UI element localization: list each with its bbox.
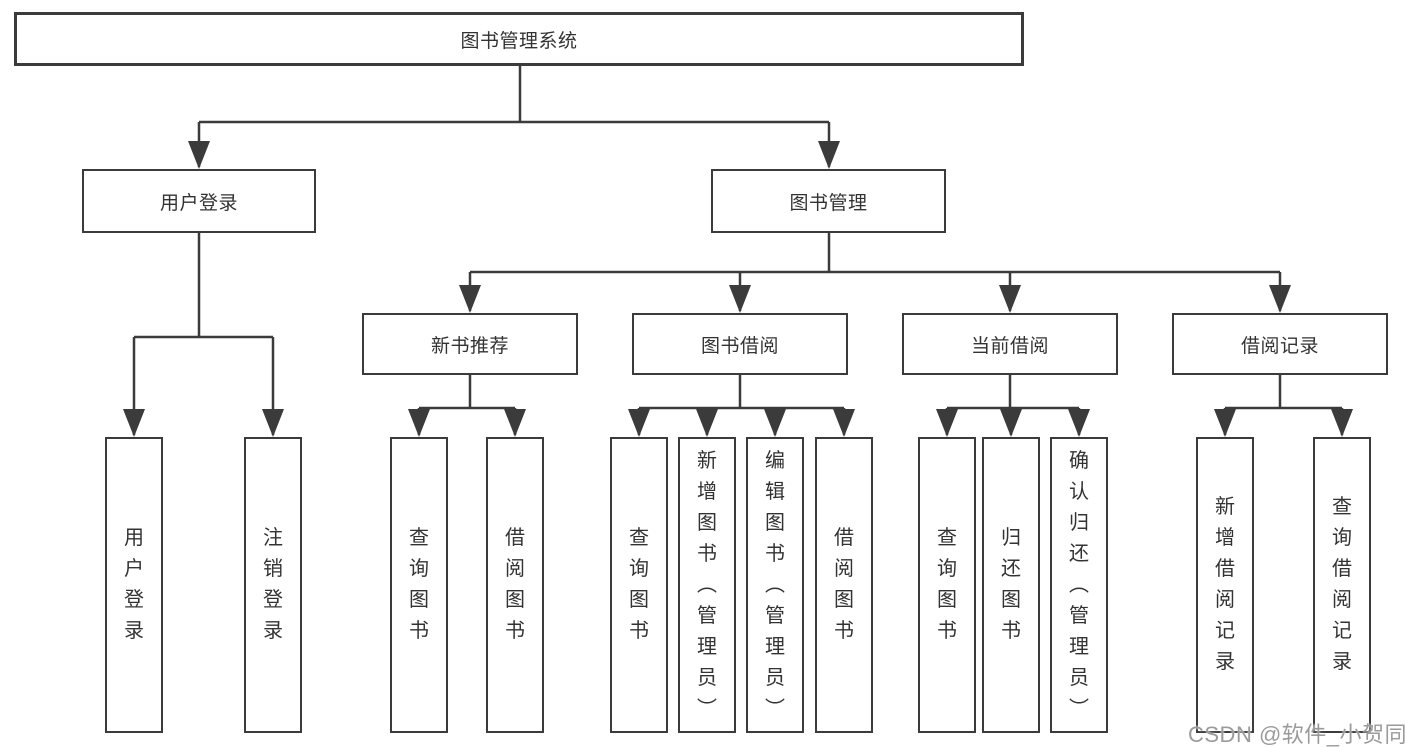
leaf-borrowing-edit-book-admin: 编辑图书︵管理员︶ [746,437,804,733]
node-book-borrowing: 图书借阅 [632,313,848,375]
leaf-current-return-book: 归还图书 [982,437,1040,733]
node-current-borrowing: 当前借阅 [902,313,1118,375]
leaf-current-confirm-return-admin: 确认归还︵管理员︶ [1050,437,1108,733]
leaf-record-add-borrow-record: 新增借阅记录 [1196,437,1254,733]
node-root: 图书管理系统 [14,12,1024,66]
watermark: CSDN @软件_小贺同学 [1188,722,1405,747]
leaf-borrowing-borrow-book: 借阅图书 [815,437,873,733]
leaf-borrowing-add-book-admin: 新增图书︵管理员︶ [678,437,736,733]
leaf-recommend-borrow-book: 借阅图书 [486,437,544,733]
node-new-book-recommend: 新书推荐 [362,313,578,375]
leaf-borrowing-query-book: 查询图书 [610,437,668,733]
node-book-management: 图书管理 [711,169,946,233]
leaf-recommend-query-book: 查询图书 [390,437,448,733]
node-user-login: 用户登录 [82,169,316,233]
leaf-logout: 注销登录 [244,437,302,733]
node-borrow-records: 借阅记录 [1172,313,1388,375]
leaf-record-query-borrow-record: 查询借阅记录 [1313,437,1371,733]
leaf-current-query-book: 查询图书 [918,437,976,733]
leaf-user-login: 用户登录 [105,437,163,733]
